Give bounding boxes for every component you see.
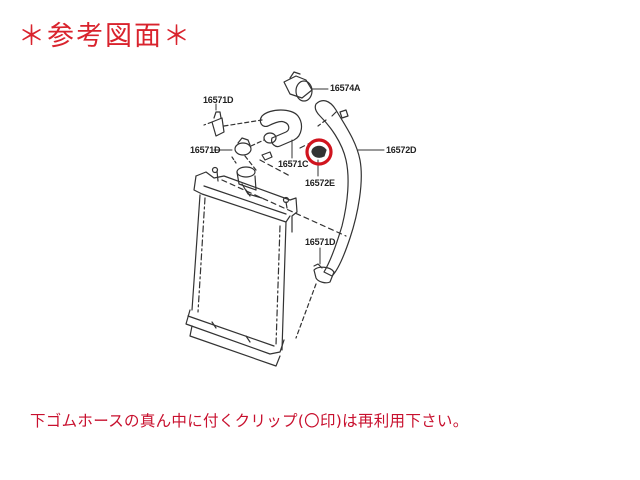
diagram-title: ＊参考図面＊ bbox=[18, 21, 192, 52]
part-label-16571D-mid: 16571D bbox=[190, 145, 221, 155]
highlight-circle bbox=[305, 138, 333, 166]
clip-16571D-top bbox=[203, 111, 263, 137]
clip-16572E bbox=[311, 145, 327, 158]
clamp-16574A bbox=[283, 71, 313, 102]
part-label-16572E: 16572E bbox=[305, 178, 335, 188]
dashed-guides bbox=[221, 139, 347, 237]
upper-hose-16571C bbox=[259, 109, 303, 148]
radiator-illustration bbox=[185, 166, 298, 367]
lower-hose-16572D bbox=[314, 100, 362, 277]
part-label-16574A: 16574A bbox=[330, 83, 361, 93]
part-label-16571C: 16571C bbox=[278, 159, 309, 169]
part-label-16571D-top: 16571D bbox=[203, 95, 234, 105]
reuse-clip-note: 下ゴムホースの真ん中に付くクリップ(〇印)は再利用下さい。 bbox=[30, 412, 469, 430]
leader-lines bbox=[213, 88, 385, 265]
clip-16571D-low bbox=[295, 263, 335, 339]
clip-16571D-mid bbox=[231, 137, 273, 171]
part-label-16572D: 16572D bbox=[386, 145, 417, 155]
part-label-16571D-low: 16571D bbox=[305, 237, 336, 247]
